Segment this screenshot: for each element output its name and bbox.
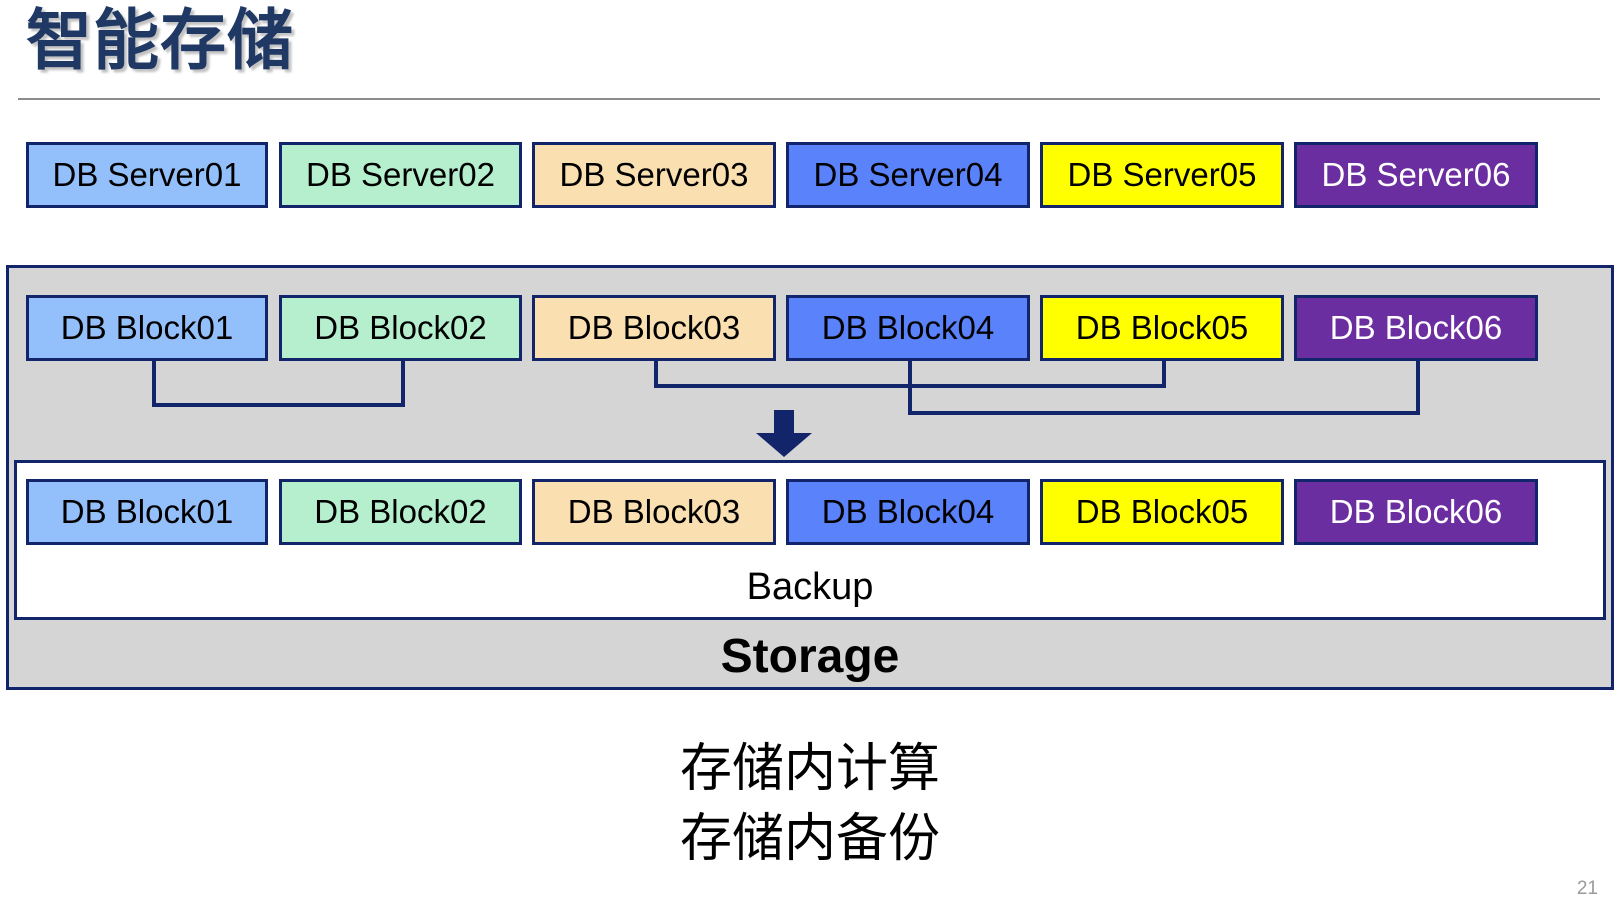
db-backup-block-box-label: DB Block01 [60,493,234,530]
db-block-box-label: DB Block02 [314,309,487,346]
db-server-box-5[interactable]: DB Server05 [1040,142,1284,208]
db-server-box-3[interactable]: DB Server03 [532,142,776,208]
db-server-box-6[interactable]: DB Server06 [1294,142,1538,208]
db-backup-block-box-label: DB Block03 [567,493,741,530]
db-server-box-2[interactable]: DB Server02 [279,142,522,208]
db-block-box-1[interactable]: DB Block01 [26,295,268,361]
caption-block: 存储内计算 存储内备份 [0,735,1620,874]
db-backup-block-box-label: DB Block02 [314,493,487,530]
connector-1-right-leg [401,361,405,403]
connector-1-left-leg [152,361,156,403]
db-server-box-label: DB Server06 [1321,156,1511,193]
db-block-box-5[interactable]: DB Block05 [1040,295,1284,361]
db-block-box-2[interactable]: DB Block02 [279,295,522,361]
title-divider [18,98,1600,100]
connector-3-crossbar [908,411,1420,415]
db-backup-block-box-3[interactable]: DB Block03 [532,479,776,545]
db-server-box-label: DB Server01 [52,156,242,193]
connector-2-right-leg [1162,361,1166,384]
db-backup-block-box-label: DB Block06 [1329,493,1503,530]
db-backup-block-box-4[interactable]: DB Block04 [786,479,1030,545]
db-block-box-label: DB Block03 [567,309,741,346]
db-block-box-label: DB Block01 [60,309,234,346]
storage-label: Storage [720,630,900,683]
db-block-box-3[interactable]: DB Block03 [532,295,776,361]
page-title: 智能存储 [26,3,294,77]
db-block-box-6[interactable]: DB Block06 [1294,295,1538,361]
db-server-box-label: DB Server02 [306,156,495,193]
caption-line-2: 存储内备份 [679,809,940,868]
db-server-box-label: DB Server05 [1067,156,1257,193]
db-block-box-4[interactable]: DB Block04 [786,295,1030,361]
db-backup-block-box-2[interactable]: DB Block02 [279,479,522,545]
caption-line-1: 存储内计算 [679,740,940,798]
connector-3-left-leg [908,361,912,411]
db-block-box-label: DB Block04 [821,309,995,346]
db-backup-block-box-6[interactable]: DB Block06 [1294,479,1538,545]
connector-2-left-leg [654,361,658,384]
db-backup-block-box-1[interactable]: DB Block01 [26,479,268,545]
connector-1-crossbar [152,403,405,407]
db-server-box-1[interactable]: DB Server01 [26,142,268,208]
db-server-box-label: DB Server03 [559,156,749,193]
backup-label: Backup [746,566,874,608]
db-backup-block-box-5[interactable]: DB Block05 [1040,479,1284,545]
db-backup-block-box-label: DB Block04 [821,493,995,530]
db-block-box-label: DB Block05 [1075,309,1249,346]
connector-3-right-leg [1416,361,1420,411]
db-backup-block-box-label: DB Block05 [1075,493,1249,530]
db-block-box-label: DB Block06 [1329,309,1503,346]
db-server-box-label: DB Server04 [813,156,1003,193]
page-number: 21 [1576,878,1598,899]
down-arrow-icon [756,410,812,457]
db-server-box-4[interactable]: DB Server04 [786,142,1030,208]
